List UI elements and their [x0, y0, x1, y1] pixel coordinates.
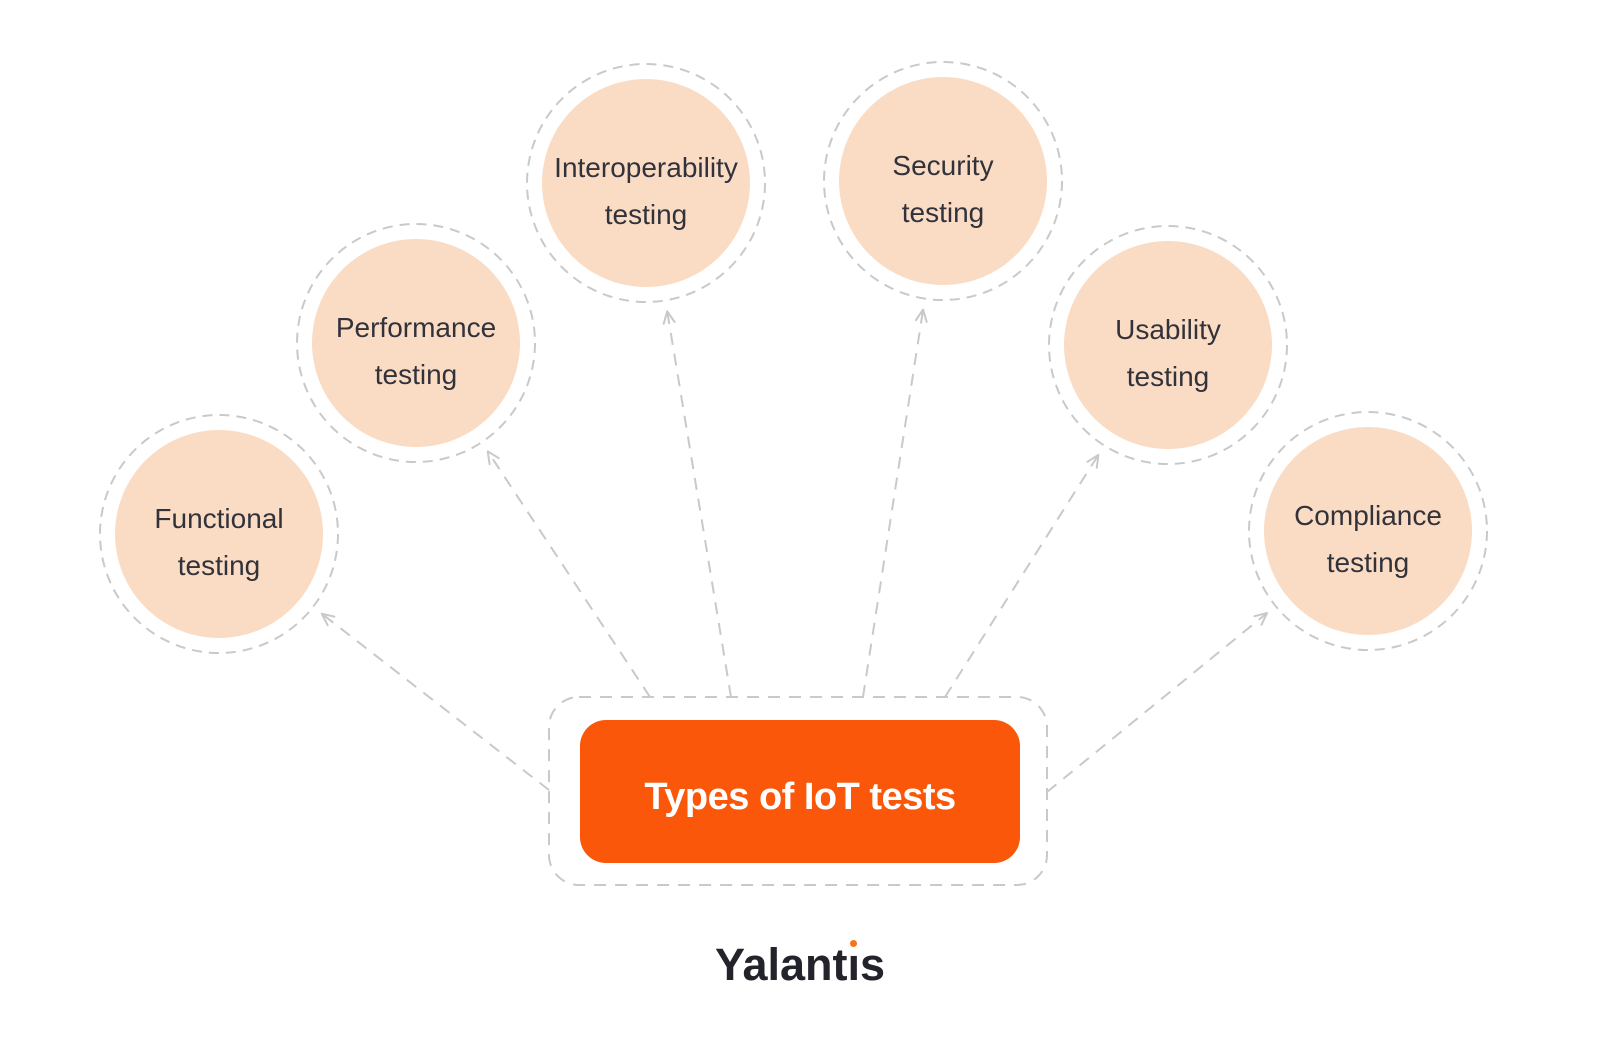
dashed-ring: [296, 223, 536, 463]
center-box: [580, 720, 1020, 863]
node-label-line2: testing: [605, 199, 688, 230]
node-circle: [115, 430, 323, 638]
arrowhead-performance-testing: [486, 450, 500, 466]
node-compliance-testing: Compliance testing: [1248, 411, 1488, 651]
node-label-line1: Compliance: [1294, 500, 1442, 531]
node-security-testing: Security testing: [823, 61, 1063, 301]
connector-interoperability-testing: [666, 311, 732, 698]
connector-functional-testing: [321, 612, 550, 791]
arrowhead-usability-testing: [1086, 453, 1100, 469]
dashed-ring: [526, 63, 766, 303]
node-label-line2: testing: [1327, 547, 1410, 578]
node-performance-testing: Performance testing: [296, 223, 536, 463]
node-interoperability-testing: Interoperability testing: [526, 63, 766, 303]
brand-letter-i: ı: [847, 939, 861, 990]
connector-compliance-testing: [1046, 612, 1268, 793]
dashed-ring: [1048, 225, 1288, 465]
node-label-line2: testing: [902, 197, 985, 228]
node-label-line2: testing: [375, 359, 458, 390]
node-circle: [839, 77, 1047, 285]
arrowhead-security-testing: [914, 308, 928, 323]
arrowhead-compliance-testing: [1253, 612, 1269, 626]
node-functional-testing: Functional testing: [99, 414, 339, 654]
node-label-line1: Interoperability: [554, 152, 738, 183]
connector-performance-testing: [486, 450, 651, 698]
node-label-line2: testing: [1127, 361, 1210, 392]
node-circle: [542, 79, 750, 287]
node-label-line1: Usability: [1115, 314, 1221, 345]
brand-dot: [849, 940, 857, 947]
node-circle: [1264, 427, 1472, 635]
node-circle: [312, 239, 520, 447]
dashed-ring: [99, 414, 339, 654]
dashed-ring: [823, 61, 1063, 301]
center-dashed-outline: [548, 696, 1048, 886]
node-label-line1: Security: [892, 150, 993, 181]
center-node: Types of IoT tests: [548, 696, 1048, 886]
arrowhead-interoperability-testing: [662, 310, 676, 325]
node-label-line1: Functional: [154, 503, 283, 534]
node-circle: [1064, 241, 1272, 449]
node-usability-testing: Usability testing: [1048, 225, 1288, 465]
dashed-ring: [1248, 411, 1488, 651]
node-label-line2: testing: [178, 550, 261, 581]
connector-security-testing: [862, 309, 925, 698]
connectors: [320, 308, 1269, 793]
node-label-line1: Performance: [336, 312, 496, 343]
connector-usability-testing: [944, 454, 1100, 698]
center-title: Types of IoT tests: [644, 776, 955, 818]
arrowhead-functional-testing: [320, 612, 336, 627]
